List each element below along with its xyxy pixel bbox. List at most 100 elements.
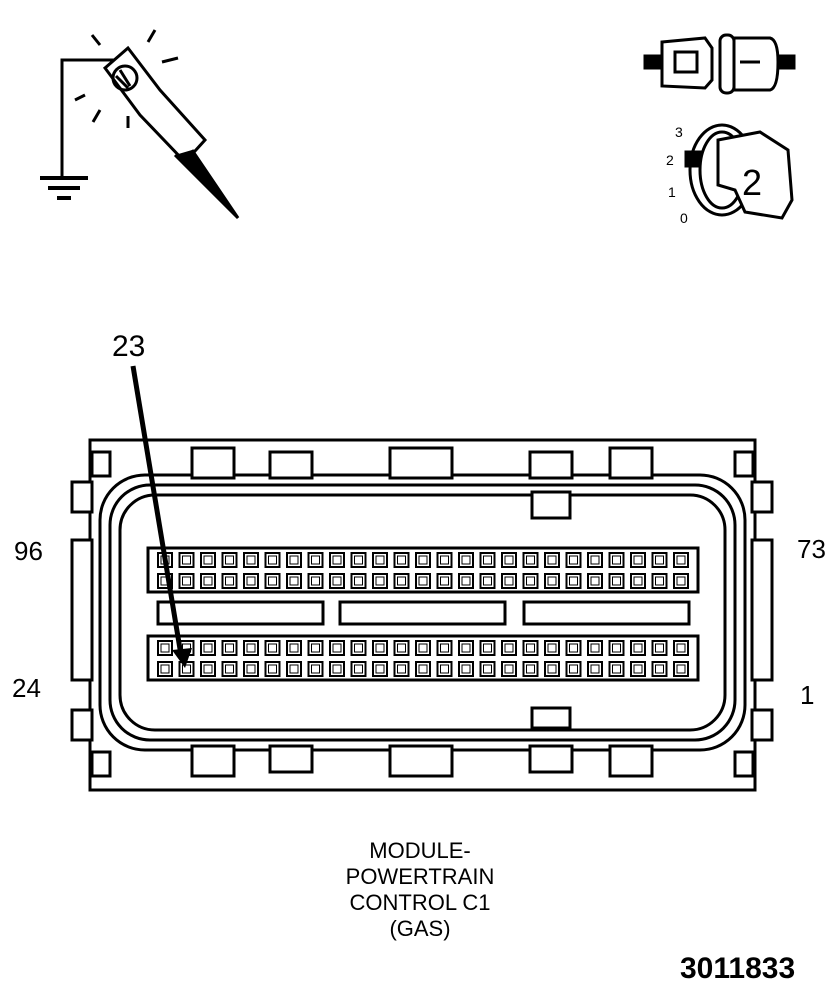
- pin-cavity-inner: [526, 643, 535, 653]
- pin-cavity-inner: [440, 664, 449, 674]
- pin-cavity: [651, 661, 668, 677]
- pin-cavity-inner: [311, 664, 320, 674]
- pin-cavity-inner: [547, 664, 557, 674]
- pin-cavity: [436, 552, 453, 568]
- pin-cavity-inner: [418, 664, 428, 674]
- pin-cavity: [415, 573, 431, 589]
- pin-cavity: [673, 661, 689, 677]
- pin-cavity-inner: [483, 555, 492, 565]
- pin-cavity: [436, 573, 453, 589]
- pin-cavity-inner: [590, 576, 600, 586]
- pin-cavity-inner: [354, 576, 363, 586]
- pin-cavity-inner: [547, 643, 557, 653]
- pin-cavity: [178, 573, 195, 589]
- pin-cavity: [544, 573, 560, 589]
- pin-cavity-inner: [246, 643, 256, 653]
- pin-cavity-inner: [246, 664, 256, 674]
- pin-cavity: [608, 640, 625, 656]
- pin-cavity-inner: [332, 576, 342, 586]
- pin-cavity-inner: [461, 576, 471, 586]
- pin-cavity-inner: [182, 576, 191, 586]
- pin-cavity-inner: [225, 555, 234, 565]
- disconnected-connector-icon: [643, 33, 796, 95]
- pin-cavity-inner: [203, 643, 213, 653]
- pin-cavity: [458, 573, 474, 589]
- pin-cavity-inner: [354, 643, 363, 653]
- pin-cavity: [221, 661, 238, 677]
- pin-cavity-inner: [332, 664, 342, 674]
- pin-cavity: [522, 552, 539, 568]
- pin-cavity: [243, 573, 259, 589]
- pin-cavity: [157, 640, 173, 656]
- pin-cavity: [587, 661, 603, 677]
- pin-cavity-inner: [289, 576, 299, 586]
- pin-cavity: [393, 661, 410, 677]
- pin-cavity-inner: [311, 555, 320, 565]
- pin-cavity: [501, 552, 517, 568]
- pin-cavity: [329, 661, 345, 677]
- pin-label-73: 73: [797, 534, 826, 564]
- pin-cavity: [651, 573, 668, 589]
- pin-cavity: [264, 640, 281, 656]
- pin-cavity-inner: [504, 576, 514, 586]
- pin-cavity-inner: [440, 643, 449, 653]
- pin-cavity: [350, 661, 367, 677]
- pin-cavity-inner: [676, 555, 686, 565]
- pin-cavity-inner: [268, 664, 277, 674]
- pin-cavity-inner: [311, 576, 320, 586]
- pin-cavity-inner: [225, 664, 234, 674]
- pin-cavity-inner: [397, 555, 406, 565]
- pin-cavity: [372, 640, 388, 656]
- pin-cavity-inner: [225, 576, 234, 586]
- pin-cavity: [415, 640, 431, 656]
- pin-cavity: [307, 661, 324, 677]
- pin-cavity: [522, 661, 539, 677]
- pin-cavity-inner: [590, 664, 600, 674]
- pin-cavity: [221, 573, 238, 589]
- pin-cavity: [393, 640, 410, 656]
- pin-label-24: 24: [12, 673, 41, 703]
- pin-cavity: [264, 552, 281, 568]
- pin-cavity: [329, 552, 345, 568]
- pin-cavity-inner: [676, 576, 686, 586]
- key-position-2: 2: [666, 152, 674, 168]
- pin-cavity-inner: [676, 664, 686, 674]
- pin-cavity: [350, 640, 367, 656]
- pin-cavity: [436, 661, 453, 677]
- pin-cavity: [565, 573, 582, 589]
- pin-cavity-inner: [526, 576, 535, 586]
- pin-cavity: [178, 661, 195, 677]
- pin-cavity: [200, 640, 216, 656]
- pin-cavity: [200, 573, 216, 589]
- pin-cavity-inner: [655, 643, 664, 653]
- pin-cavity: [458, 661, 474, 677]
- pin-cavity: [415, 552, 431, 568]
- pin-cavity: [479, 661, 496, 677]
- pin-label-96: 96: [14, 536, 43, 566]
- pin-cavity-inner: [160, 664, 170, 674]
- pin-cavity-inner: [332, 555, 342, 565]
- pin-cavity: [544, 640, 560, 656]
- test-light-probe-icon: [40, 29, 240, 220]
- pin-cavity-inner: [612, 555, 621, 565]
- pin-cavity: [178, 552, 195, 568]
- callout-arrow: [130, 365, 192, 668]
- pin-cavity: [630, 552, 646, 568]
- key-position-0: 0: [680, 210, 688, 226]
- pin-cavity-inner: [590, 643, 600, 653]
- pin-cavity-inner: [504, 555, 514, 565]
- pin-cavity: [630, 573, 646, 589]
- pin-cavity: [501, 640, 517, 656]
- pin-cavity: [522, 573, 539, 589]
- key-position-3: 3: [675, 124, 683, 140]
- pin-cavity: [587, 640, 603, 656]
- pin-cavity: [221, 640, 238, 656]
- title-line-2: POWERTRAIN: [345, 864, 495, 889]
- pin-cavity: [200, 552, 216, 568]
- pin-cavity-inner: [182, 555, 191, 565]
- pin-cavity-inner: [397, 664, 406, 674]
- connector-housing: [70, 438, 774, 792]
- pin-cavity-inner: [590, 555, 600, 565]
- pin-cavity-inner: [225, 643, 234, 653]
